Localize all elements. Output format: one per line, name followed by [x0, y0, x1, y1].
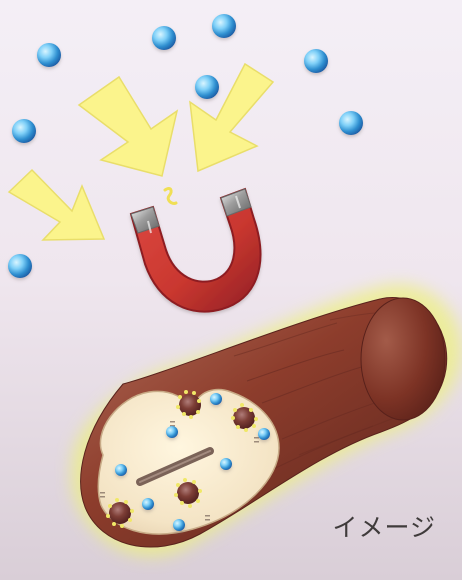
particle-icon [304, 49, 328, 73]
particle-icon [220, 458, 232, 470]
particle-icon [339, 111, 363, 135]
particle-icon [210, 393, 222, 405]
particle-icon [212, 14, 236, 38]
particle-icon [166, 426, 178, 438]
cell-icon [177, 482, 199, 504]
image-caption: イメージ [332, 508, 436, 544]
particle-icon [8, 254, 32, 278]
particle-icon [195, 75, 219, 99]
particle-icon [173, 519, 185, 531]
tube-end [361, 298, 445, 420]
particle-icon [152, 26, 176, 50]
particle-icon [37, 43, 61, 67]
particle-icon [12, 119, 36, 143]
particle-icon [142, 498, 154, 510]
particle-icon [115, 464, 127, 476]
cell-icon [109, 502, 131, 524]
particle-icon [258, 428, 270, 440]
